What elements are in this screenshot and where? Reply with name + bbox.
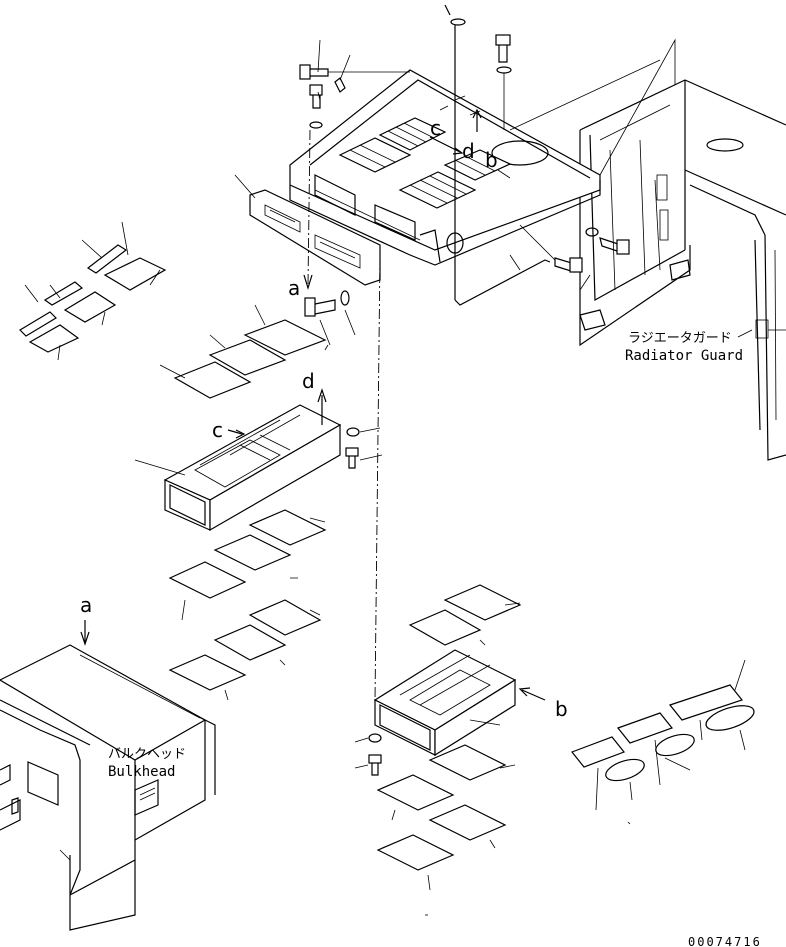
ref-b-top: b xyxy=(485,148,498,172)
duct-lower xyxy=(373,584,522,891)
part-number: 00074716 xyxy=(688,935,762,947)
radiator-guard-label-jp: ラジエータガード xyxy=(628,331,732,346)
ref-c-top: c xyxy=(430,116,441,140)
ref-b-duct: b xyxy=(555,697,568,721)
duct-upper xyxy=(134,404,342,532)
ref-d-top: d xyxy=(462,139,475,163)
ref-c-duct: c xyxy=(212,418,223,442)
fastener-bolts xyxy=(299,4,630,291)
bulkhead-label-jp: バルクヘッド xyxy=(108,747,186,762)
ref-a-upper: a xyxy=(288,276,300,300)
radiator-guard-label-en: Radiator Guard xyxy=(625,348,743,364)
small-parts-right xyxy=(571,659,755,825)
pads-upper xyxy=(159,290,356,399)
top-cover xyxy=(289,69,601,266)
ref-a-lower: a xyxy=(80,593,92,617)
ref-d-duct: d xyxy=(302,369,315,393)
pads-middle xyxy=(168,509,327,701)
radiator-guard xyxy=(579,79,786,461)
bulkhead-label-en: Bulkhead xyxy=(108,764,175,780)
small-parts-left xyxy=(19,221,167,361)
bulkhead xyxy=(0,644,216,931)
